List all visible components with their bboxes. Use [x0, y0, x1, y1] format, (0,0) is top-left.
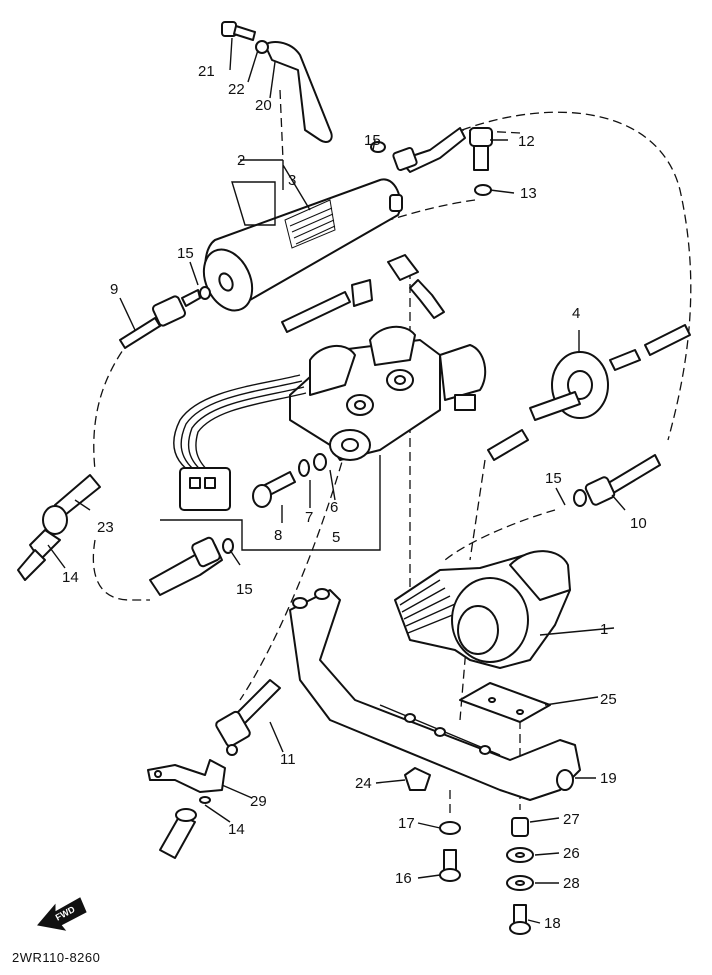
diagram-code: 2WR110-8260	[12, 950, 100, 965]
callout-18: 18	[544, 915, 561, 932]
fitting-part-9	[119, 286, 211, 349]
callout-12: 12	[518, 133, 535, 150]
callout-24: 24	[355, 775, 372, 792]
fitting-part-10	[573, 454, 661, 507]
pad-part-25	[459, 682, 551, 723]
bracket-part-19	[289, 588, 581, 801]
callout-5: 5	[332, 529, 340, 546]
clamp-bracket	[255, 40, 333, 143]
callout-8: 8	[274, 527, 282, 544]
callout-13: 13	[520, 185, 537, 202]
fitting-part-23	[17, 474, 101, 581]
callout-2: 2	[237, 152, 245, 169]
bolt-21	[221, 21, 256, 41]
callout-15d: 15	[236, 581, 253, 598]
callout-14a: 14	[62, 569, 79, 586]
callout-20: 20	[255, 97, 272, 114]
callout-23: 23	[97, 519, 114, 536]
callout-27: 27	[563, 811, 580, 828]
valve-body-5	[289, 254, 487, 461]
callout-19: 19	[600, 770, 617, 787]
callout-17: 17	[398, 815, 415, 832]
callout-1: 1	[600, 621, 608, 638]
callout-4: 4	[572, 305, 580, 322]
sensor-part-11	[215, 679, 281, 756]
callout-14b: 14	[228, 821, 245, 838]
callout-3: 3	[288, 172, 296, 189]
sensor-part-14	[159, 808, 197, 859]
wire-harness	[173, 374, 307, 511]
sensor-bottom-left	[149, 536, 234, 596]
callout-22: 22	[228, 81, 245, 98]
callout-7: 7	[305, 509, 313, 526]
callout-28: 28	[563, 875, 580, 892]
valve-bolt-8	[252, 453, 327, 508]
pipes-from-valve	[281, 279, 445, 333]
leader-lines	[47, 37, 626, 924]
pump-unit-1	[394, 550, 571, 669]
grommet-part-4	[487, 324, 691, 461]
forward-arrow: FWD	[37, 897, 87, 931]
callout-25: 25	[600, 691, 617, 708]
callout-29: 29	[250, 793, 267, 810]
fitting-top	[370, 127, 466, 173]
callout-26: 26	[563, 845, 580, 862]
callout-15a: 15	[364, 132, 381, 149]
cylinder-part-2	[202, 178, 403, 312]
callout-16: 16	[395, 870, 412, 887]
callout-9: 9	[110, 281, 118, 298]
callout-6: 6	[330, 499, 338, 516]
callout-10: 10	[630, 515, 647, 532]
callout-11: 11	[280, 751, 296, 768]
callout-21: 21	[198, 63, 215, 80]
callout-15c: 15	[545, 470, 562, 487]
bracket-part-29	[147, 759, 226, 804]
hardware-parts	[404, 767, 534, 935]
label-sticker-3	[284, 199, 336, 249]
callout-15b: 15	[177, 245, 194, 262]
callout-labels: 1 2 3 4 5 6 7 8 9 10 11 12 13 14 14 15 1…	[62, 63, 647, 932]
banjo-bolt-12	[469, 127, 493, 196]
